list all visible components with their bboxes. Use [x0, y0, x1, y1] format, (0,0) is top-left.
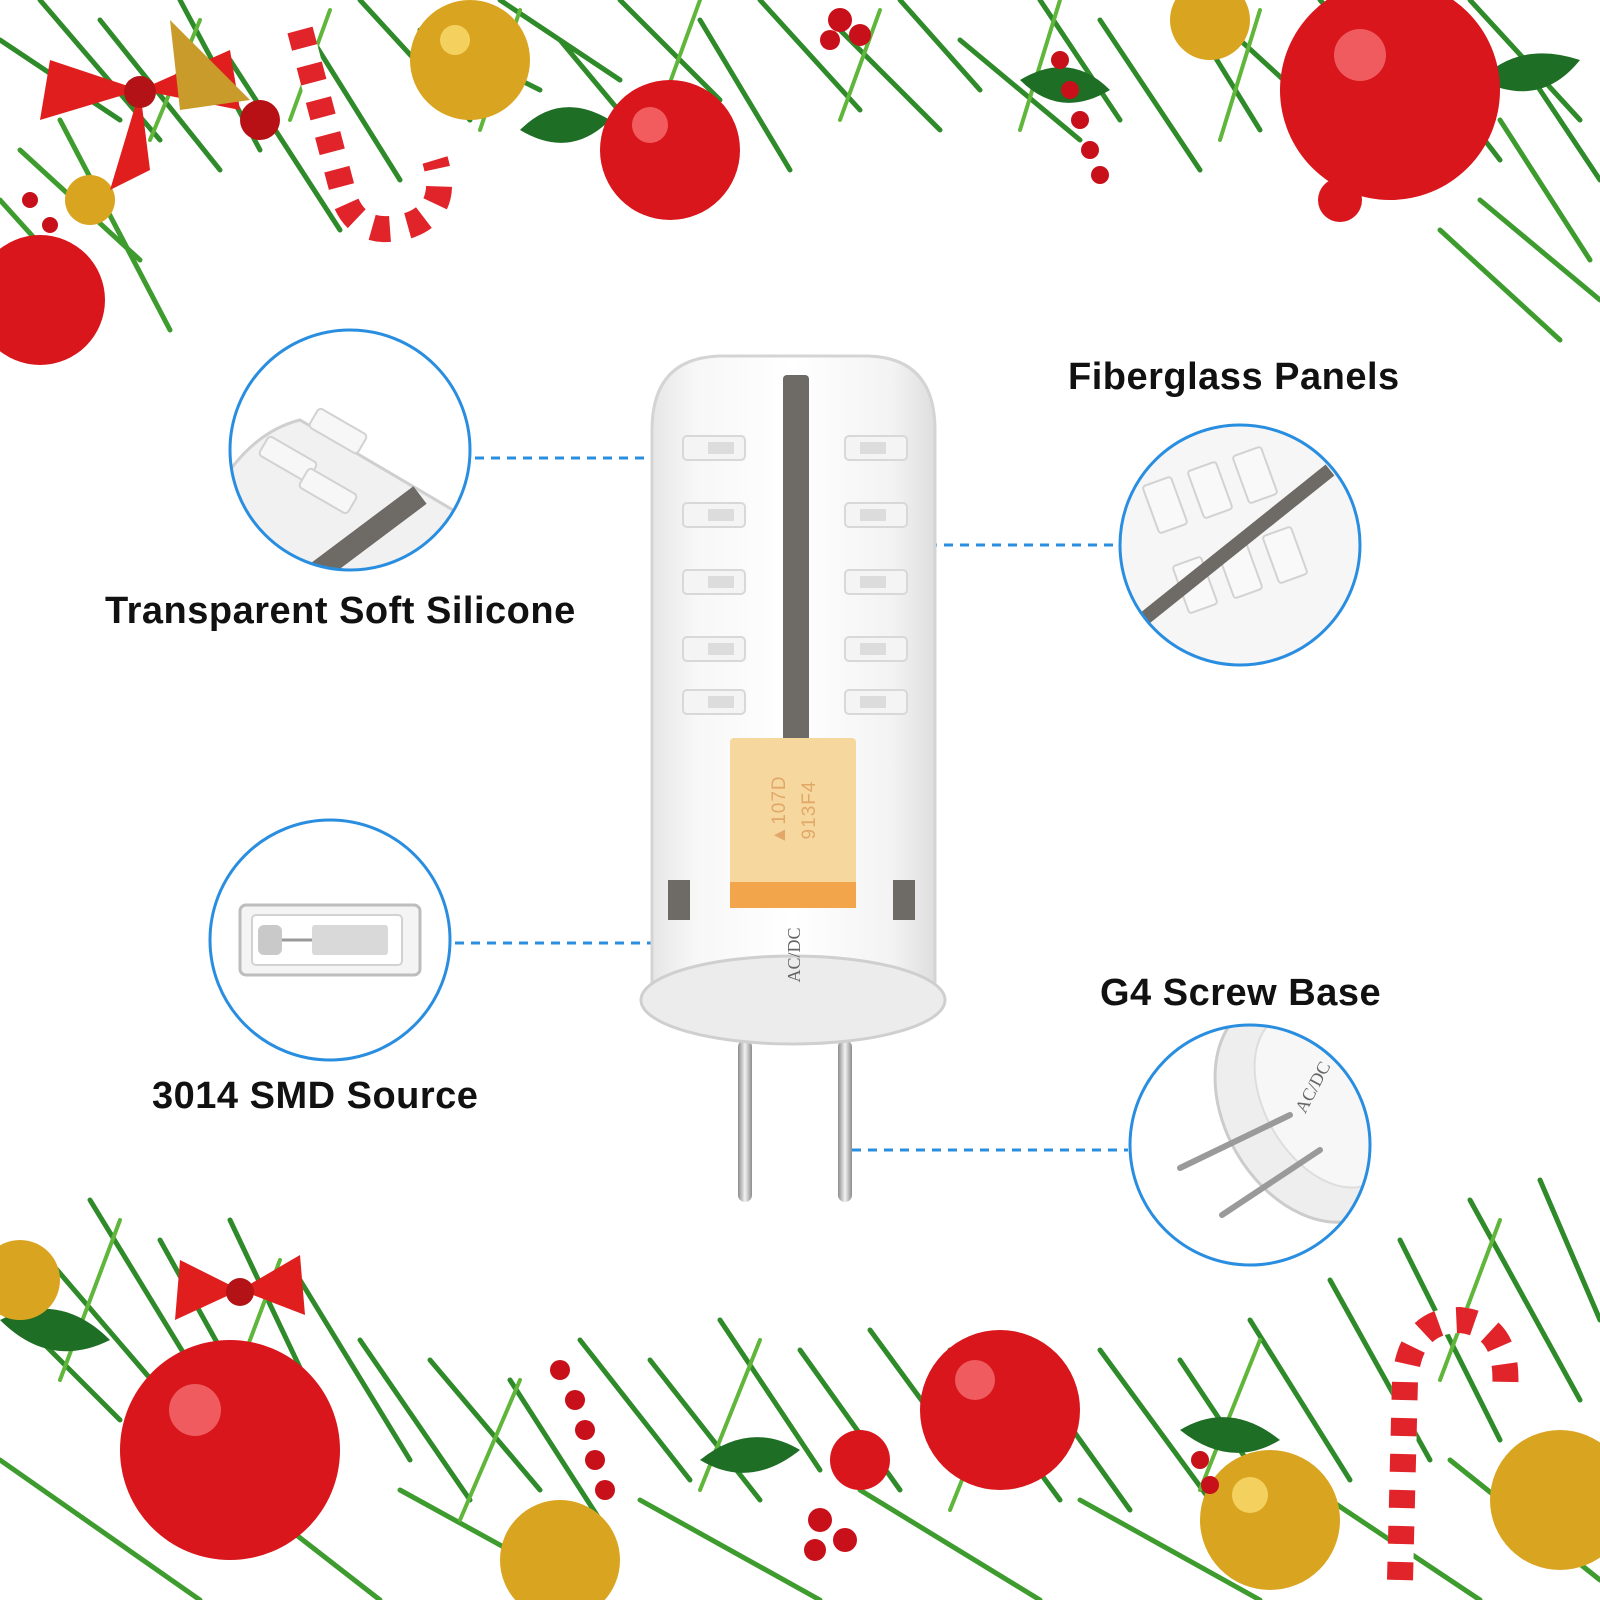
chip-marking-line2: 913F4 — [799, 781, 820, 840]
g4-led-bulb-icon: ▲107D 913F4 AC/DC — [639, 354, 947, 1202]
label-smd-source: 3014 SMD Source — [152, 1075, 479, 1117]
bow-bottom — [175, 1255, 305, 1320]
bulb-side-clip-right — [893, 880, 915, 920]
bulb-pcb-strip — [783, 375, 809, 755]
christmas-garland-top — [0, 0, 1600, 365]
led-column-left — [682, 435, 746, 715]
callout-circle-fiberglass — [1118, 423, 1362, 667]
berries-top — [22, 8, 1109, 233]
bulb-base-ring — [639, 954, 947, 1046]
label-fiberglass-panels: Fiberglass Panels — [1068, 356, 1400, 398]
base-marking: AC/DC — [784, 927, 804, 982]
label-g4-screw-base: G4 Screw Base — [1100, 972, 1382, 1014]
capacitor-chip — [730, 738, 856, 908]
christmas-garland-bottom — [0, 1177, 1600, 1600]
candy-cane-bottom — [1387, 1306, 1519, 1593]
berries-bottom — [550, 1360, 1219, 1561]
bell-top — [170, 20, 250, 110]
bulb-pin-right — [838, 1040, 852, 1202]
chip-marking-line1: ▲107D — [769, 775, 790, 844]
capacitor-chip-band — [730, 882, 856, 908]
holly-leaves-bottom — [0, 1308, 1280, 1473]
candy-cane-top — [287, 17, 453, 243]
ornaments-top — [0, 0, 1500, 365]
bulb-side-clip-left — [668, 880, 690, 920]
led-column-right — [844, 435, 908, 715]
bulb-pin-left — [738, 1040, 752, 1202]
holly-leaves-top — [520, 53, 1580, 143]
callout-circle-silicone — [228, 328, 472, 572]
label-transparent-soft-silicone: Transparent Soft Silicone — [105, 590, 576, 632]
ornaments-bottom — [0, 1240, 1600, 1600]
callout-circle-smd — [208, 818, 452, 1062]
